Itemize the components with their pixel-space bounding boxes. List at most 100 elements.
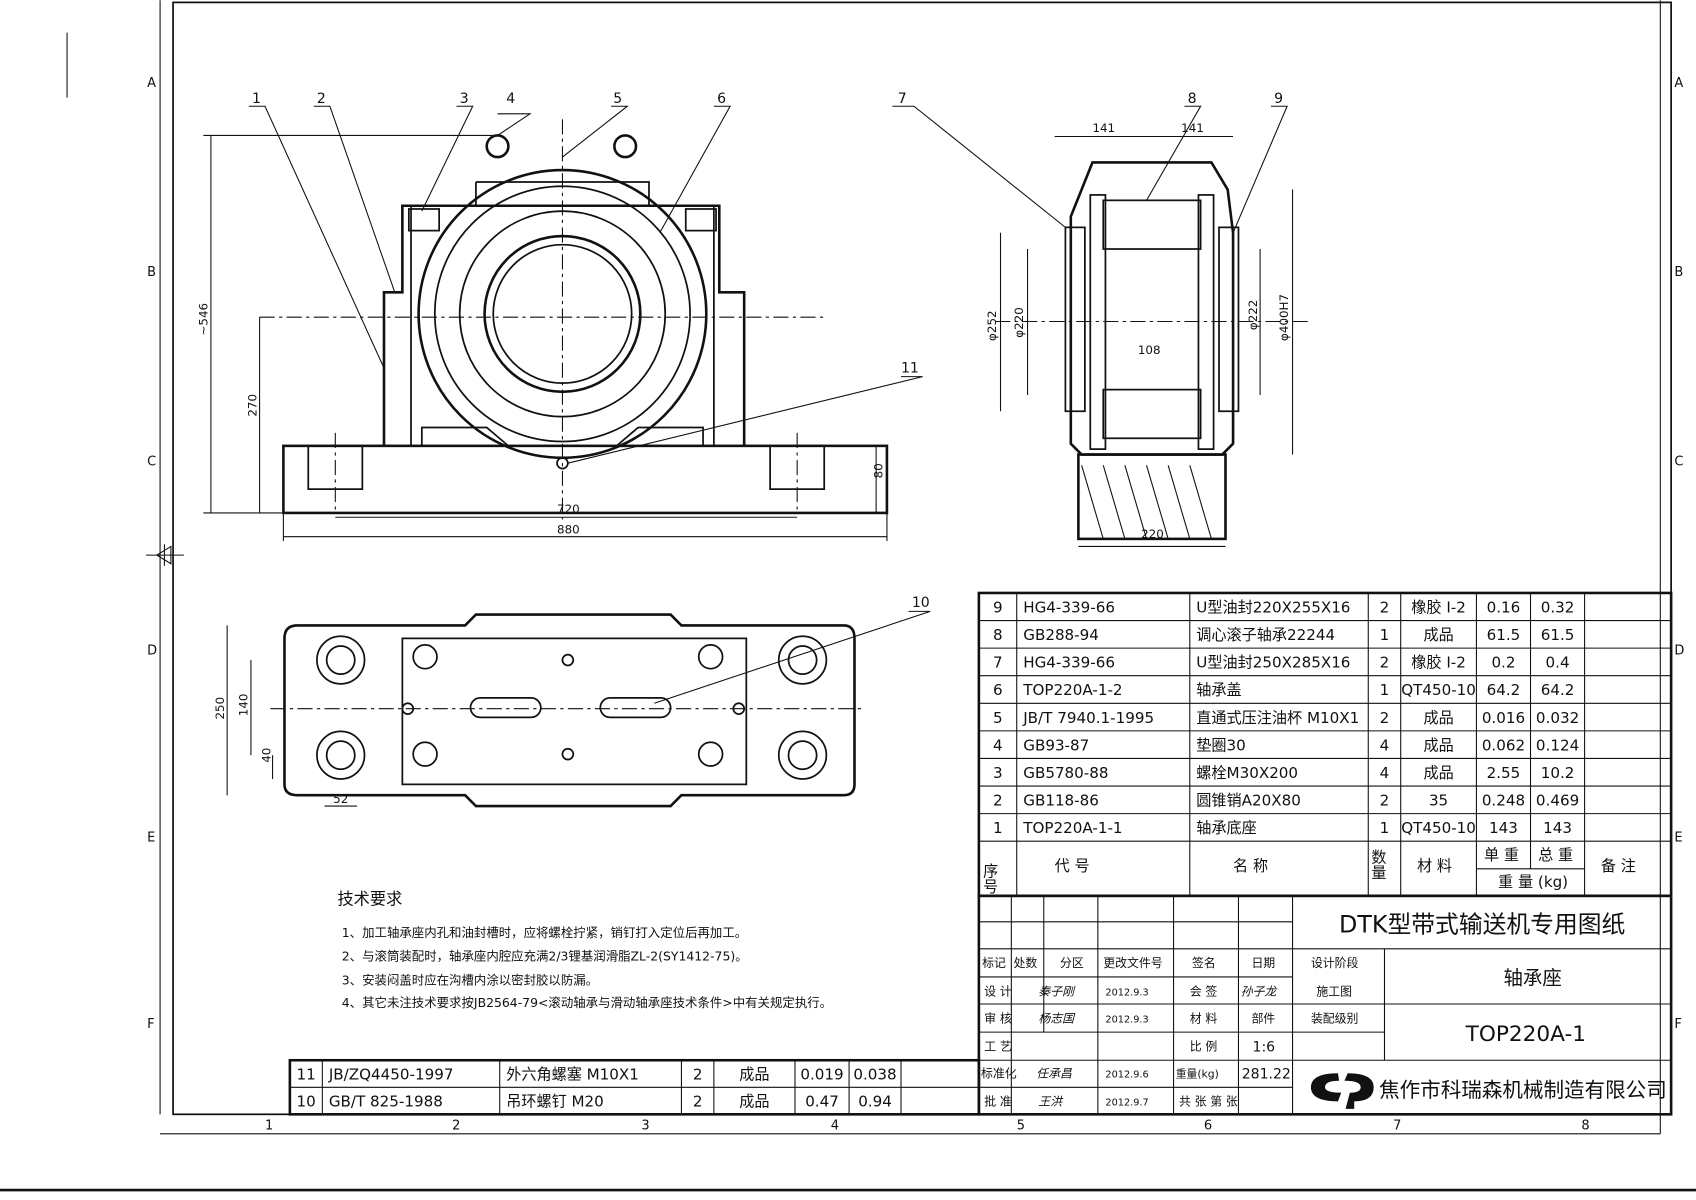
table-cell: 35 bbox=[1429, 792, 1448, 810]
svg-text:11: 11 bbox=[901, 360, 919, 376]
svg-text:代 号: 代 号 bbox=[1055, 857, 1090, 875]
svg-text:φ220: φ220 bbox=[1012, 307, 1026, 338]
svg-text:C: C bbox=[147, 454, 156, 469]
svg-text:部件: 部件 bbox=[1251, 1011, 1275, 1025]
table-cell: 0.124 bbox=[1536, 736, 1579, 754]
svg-text:281.22: 281.22 bbox=[1242, 1067, 1291, 1083]
svg-text:4: 4 bbox=[831, 1118, 839, 1133]
svg-text:签名: 签名 bbox=[1192, 956, 1216, 970]
svg-text:重量(kg): 重量(kg) bbox=[1176, 1067, 1219, 1081]
table-cell: 3 bbox=[993, 764, 1003, 782]
table-cell: 10 bbox=[296, 1093, 315, 1111]
svg-text:重 量 (kg): 重 量 (kg) bbox=[1498, 873, 1568, 891]
svg-text:秦子刚: 秦子刚 bbox=[1038, 984, 1076, 998]
svg-text:A: A bbox=[1674, 76, 1683, 91]
svg-text:B: B bbox=[1674, 265, 1683, 280]
table-cell: 圆锥销A20X80 bbox=[1196, 792, 1301, 810]
svg-text:更改文件号: 更改文件号 bbox=[1103, 956, 1162, 970]
table-cell: 0.32 bbox=[1541, 598, 1575, 616]
svg-text:1:6: 1:6 bbox=[1253, 1040, 1276, 1056]
table-cell: HG4-339-66 bbox=[1023, 654, 1115, 672]
svg-text:108: 108 bbox=[1138, 343, 1161, 357]
company-logo bbox=[1310, 1073, 1374, 1109]
svg-text:共 张 第 张: 共 张 第 张 bbox=[1179, 1095, 1238, 1109]
zone-markers: A B C D E F A B C D E F 1 2 3 4 5 6 7 8 bbox=[147, 76, 1684, 1134]
table-cell: 0.4 bbox=[1546, 654, 1570, 672]
svg-text:总 重: 总 重 bbox=[1538, 846, 1573, 864]
table-cell: 2 bbox=[1380, 598, 1390, 616]
svg-text:C: C bbox=[1674, 454, 1683, 469]
table-cell: 螺栓M30X200 bbox=[1196, 764, 1298, 782]
svg-text:孙子龙: 孙子龙 bbox=[1241, 984, 1278, 998]
svg-text:141: 141 bbox=[1181, 121, 1204, 135]
side-view: 141 141 108 220 φ252 φ220 φ222 φ400H7 bbox=[985, 121, 1309, 548]
table-cell: GB/T 825-1988 bbox=[329, 1093, 443, 1111]
table-cell: 0.016 bbox=[1482, 709, 1525, 727]
svg-text:材 料: 材 料 bbox=[1190, 1011, 1218, 1025]
svg-text:141: 141 bbox=[1092, 121, 1115, 135]
svg-text:F: F bbox=[147, 1017, 154, 1032]
svg-text:φ252: φ252 bbox=[985, 310, 999, 341]
svg-text:52: 52 bbox=[333, 792, 348, 806]
table-cell: 4 bbox=[993, 736, 1003, 754]
svg-text:40: 40 bbox=[259, 748, 273, 763]
svg-text:焦作市科瑞森机械制造有限公司: 焦作市科瑞森机械制造有限公司 bbox=[1379, 1078, 1667, 1102]
svg-text:D: D bbox=[1674, 644, 1684, 659]
svg-text:数量: 数量 bbox=[1369, 849, 1387, 879]
table-cell: 4 bbox=[1380, 764, 1390, 782]
svg-text:6: 6 bbox=[717, 91, 726, 107]
table-cell: 外六角螺塞 M10X1 bbox=[506, 1066, 639, 1084]
svg-text:10: 10 bbox=[912, 595, 930, 611]
table-cell: 1 bbox=[1380, 681, 1390, 699]
table-cell: 成品 bbox=[1423, 626, 1453, 644]
svg-text:140: 140 bbox=[237, 694, 251, 717]
table-cell: 4 bbox=[1380, 736, 1390, 754]
table-cell: GB93-87 bbox=[1023, 736, 1089, 754]
table-cell: 1 bbox=[993, 819, 1003, 837]
table-cell: 成品 bbox=[739, 1093, 769, 1111]
svg-text:2012.9.7: 2012.9.7 bbox=[1105, 1098, 1148, 1109]
svg-text:F: F bbox=[1674, 1017, 1681, 1032]
svg-text:标准化: 标准化 bbox=[981, 1067, 1017, 1081]
svg-text:名 称: 名 称 bbox=[1233, 857, 1268, 875]
svg-text:E: E bbox=[1674, 831, 1682, 846]
table-cell: 轴承底座 bbox=[1196, 819, 1257, 837]
top-view: 250 140 40 52 bbox=[213, 613, 866, 808]
svg-text:杨志国: 杨志国 bbox=[1038, 1011, 1076, 1025]
front-view: ~546 270 80 720 880 bbox=[197, 119, 889, 542]
svg-text:比 例: 比 例 bbox=[1190, 1040, 1218, 1054]
svg-text:φ400H7: φ400H7 bbox=[1277, 294, 1291, 341]
svg-text:分区: 分区 bbox=[1060, 956, 1084, 970]
table-cell: QT450-10 bbox=[1401, 681, 1476, 699]
svg-text:DTK型带式输送机专用图纸: DTK型带式输送机专用图纸 bbox=[1339, 911, 1625, 939]
table-cell: 0.248 bbox=[1482, 792, 1525, 810]
svg-text:2: 2 bbox=[317, 91, 326, 107]
svg-text:6: 6 bbox=[1204, 1118, 1212, 1133]
svg-text:标记: 标记 bbox=[982, 956, 1006, 970]
table-cell: 成品 bbox=[1423, 764, 1453, 782]
svg-text:装配级别: 装配级别 bbox=[1311, 1011, 1359, 1025]
svg-text:2012.9.6: 2012.9.6 bbox=[1105, 1070, 1148, 1081]
svg-text:4: 4 bbox=[506, 91, 515, 107]
table-cell: 0.469 bbox=[1536, 792, 1579, 810]
table-cell: U型油封220X255X16 bbox=[1196, 598, 1350, 616]
table-cell: 调心滚子轴承22244 bbox=[1196, 626, 1335, 644]
svg-text:1、加工轴承座内孔和油封槽时，应将螺栓拧紧，销钉打入定位后再: 1、加工轴承座内孔和油封槽时，应将螺栓拧紧，销钉打入定位后再加工。 bbox=[342, 925, 747, 940]
table-cell: 成品 bbox=[1423, 736, 1453, 754]
table-cell: 6 bbox=[993, 681, 1003, 699]
table-cell: 2 bbox=[693, 1093, 703, 1111]
table-cell: JB/ZQ4450-1997 bbox=[328, 1066, 454, 1084]
svg-text:施工图: 施工图 bbox=[1316, 984, 1352, 998]
title-block: DTK型带式输送机专用图纸 轴承座 TOP220A-1 焦作市科瑞森机械制造有限… bbox=[977, 894, 1673, 1116]
svg-text:4、其它未注技术要求按JB2564-79<滚动轴承与滑动轴承: 4、其它未注技术要求按JB2564-79<滚动轴承与滑动轴承座技术条件>中有关规… bbox=[342, 995, 832, 1010]
svg-text:备 注: 备 注 bbox=[1601, 857, 1636, 875]
svg-text:批 准: 批 准 bbox=[984, 1095, 1012, 1109]
table-cell: GB288-94 bbox=[1023, 626, 1099, 644]
